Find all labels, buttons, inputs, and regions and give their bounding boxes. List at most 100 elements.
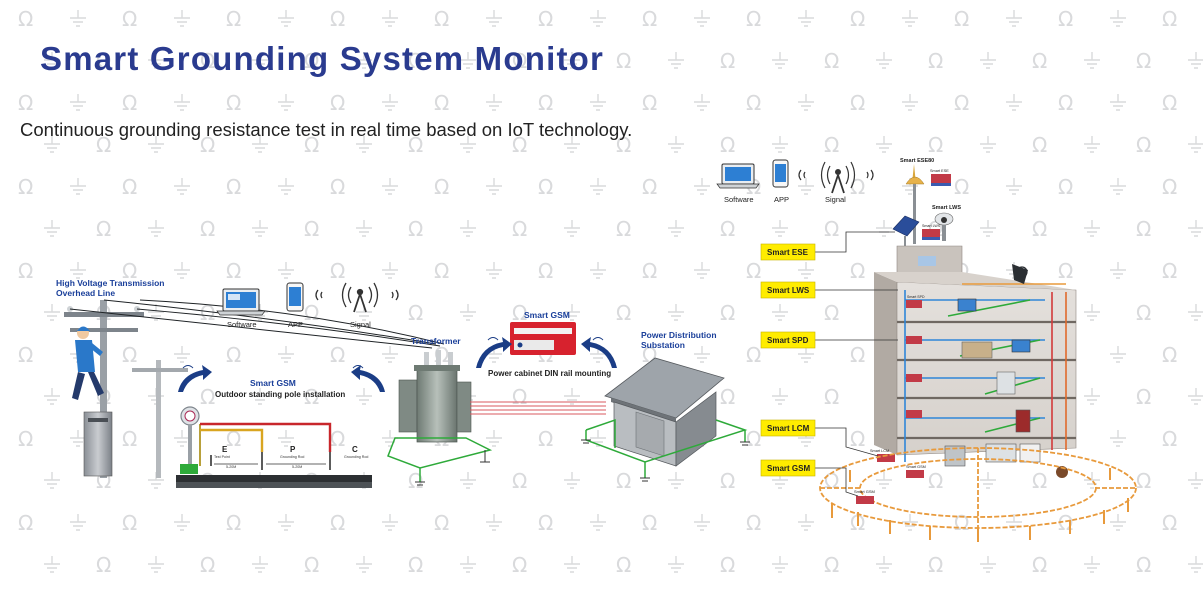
svg-text:Ω: Ω bbox=[1136, 469, 1151, 493]
svg-text:Smart LWS: Smart LWS bbox=[922, 224, 941, 228]
wireless-arrow-icon bbox=[178, 365, 385, 392]
svg-text:Ω: Ω bbox=[226, 259, 241, 283]
svg-text:Ω: Ω bbox=[18, 91, 33, 115]
svg-text:Ω: Ω bbox=[824, 217, 839, 241]
svg-text:Ω: Ω bbox=[200, 301, 215, 325]
svg-text:Ω: Ω bbox=[720, 301, 735, 325]
app-label: APP bbox=[288, 320, 303, 329]
underground-cables bbox=[470, 401, 606, 415]
svg-text:Ω: Ω bbox=[850, 7, 865, 31]
svg-text:Ω: Ω bbox=[408, 553, 423, 577]
electrode-p: P bbox=[290, 445, 296, 454]
svg-text:Ω: Ω bbox=[850, 91, 865, 115]
laptop-icon bbox=[216, 288, 266, 316]
svg-text:Ω: Ω bbox=[824, 49, 839, 73]
svg-text:Ω: Ω bbox=[226, 175, 241, 199]
svg-text:Smart LCM: Smart LCM bbox=[767, 424, 810, 433]
gsm-meter-icon bbox=[180, 406, 200, 473]
svg-text:Ω: Ω bbox=[226, 511, 241, 535]
svg-text:Ω: Ω bbox=[18, 343, 33, 367]
svg-text:Ω: Ω bbox=[200, 217, 215, 241]
svg-text:Ω: Ω bbox=[538, 91, 553, 115]
software-label: Software bbox=[724, 195, 754, 204]
svg-text:Ω: Ω bbox=[824, 301, 839, 325]
gsm-din-device-icon bbox=[510, 322, 576, 355]
distance-label-2: 5-20M bbox=[292, 465, 302, 469]
svg-text:Ω: Ω bbox=[746, 259, 761, 283]
svg-text:Smart ESE: Smart ESE bbox=[767, 248, 809, 257]
svg-text:Ω: Ω bbox=[122, 175, 137, 199]
building-floors bbox=[897, 320, 1076, 440]
svg-text:Ω: Ω bbox=[642, 511, 657, 535]
wifi-signal-icon bbox=[798, 161, 874, 194]
gsm-cabinet-title: Smart GSM bbox=[524, 310, 570, 320]
laptop-icon bbox=[716, 163, 760, 189]
svg-text:Ω: Ω bbox=[642, 175, 657, 199]
svg-text:Ω: Ω bbox=[746, 511, 761, 535]
svg-text:Ω: Ω bbox=[330, 91, 345, 115]
svg-text:Ω: Ω bbox=[642, 259, 657, 283]
svg-text:Ω: Ω bbox=[616, 469, 631, 493]
svg-text:Ω: Ω bbox=[746, 7, 761, 31]
svg-text:Ω: Ω bbox=[954, 175, 969, 199]
svg-text:Ω: Ω bbox=[720, 49, 735, 73]
app-label: APP bbox=[774, 195, 789, 204]
svg-text:Ω: Ω bbox=[434, 259, 449, 283]
svg-text:Ω: Ω bbox=[928, 133, 943, 157]
electrode-p-sub: Grounding Rod bbox=[280, 455, 304, 459]
svg-text:Smart GSM: Smart GSM bbox=[906, 465, 926, 469]
svg-text:Ω: Ω bbox=[616, 553, 631, 577]
ground-symbol-icon bbox=[581, 439, 750, 482]
svg-text:Ω: Ω bbox=[330, 259, 345, 283]
svg-text:Ω: Ω bbox=[720, 217, 735, 241]
svg-text:Ω: Ω bbox=[824, 553, 839, 577]
svg-text:Ω: Ω bbox=[720, 553, 735, 577]
svg-text:Ω: Ω bbox=[1032, 553, 1047, 577]
svg-text:Ω: Ω bbox=[122, 511, 137, 535]
overhead-wires bbox=[69, 299, 445, 349]
svg-text:Ω: Ω bbox=[408, 217, 423, 241]
svg-text:Ω: Ω bbox=[1162, 175, 1177, 199]
electrode-c-sub: Grounding Rod bbox=[344, 455, 368, 459]
svg-text:Ω: Ω bbox=[746, 91, 761, 115]
svg-text:Ω: Ω bbox=[720, 469, 735, 493]
svg-text:Ω: Ω bbox=[954, 511, 969, 535]
gsm-ground-device: Smart GSM bbox=[854, 489, 875, 504]
phone-icon bbox=[772, 159, 789, 188]
svg-text:Ω: Ω bbox=[1162, 427, 1177, 451]
svg-text:Ω: Ω bbox=[1162, 91, 1177, 115]
ground-rods bbox=[831, 468, 1129, 542]
substation-label-1: Power Distribution bbox=[641, 330, 717, 340]
gsm-mini-device: Smart GSM bbox=[906, 465, 926, 478]
svg-text:Ω: Ω bbox=[304, 301, 319, 325]
svg-text:Ω: Ω bbox=[1058, 259, 1073, 283]
phone-icon bbox=[286, 282, 304, 312]
tag-smart-gsm: Smart GSM bbox=[760, 459, 816, 477]
lcm-mini-device: Smart LCM bbox=[870, 449, 895, 462]
tag-smart-ese: Smart ESE bbox=[760, 243, 816, 261]
svg-text:Ω: Ω bbox=[304, 553, 319, 577]
svg-text:Ω: Ω bbox=[1032, 217, 1047, 241]
svg-text:Smart LWS: Smart LWS bbox=[767, 286, 810, 295]
svg-text:Ω: Ω bbox=[512, 469, 527, 493]
svg-text:Ω: Ω bbox=[96, 49, 111, 73]
svg-text:Ω: Ω bbox=[1162, 511, 1177, 535]
svg-text:Ω: Ω bbox=[512, 49, 527, 73]
spd-mini-device: Smart SPD bbox=[906, 295, 925, 418]
wireless-arrow-icon bbox=[476, 337, 617, 368]
svg-text:Ω: Ω bbox=[1162, 7, 1177, 31]
svg-text:Ω: Ω bbox=[304, 217, 319, 241]
svg-text:Ω: Ω bbox=[746, 427, 761, 451]
svg-text:Ω: Ω bbox=[538, 259, 553, 283]
svg-text:Ω: Ω bbox=[746, 343, 761, 367]
svg-text:Ω: Ω bbox=[200, 133, 215, 157]
svg-text:Ω: Ω bbox=[720, 133, 735, 157]
svg-text:Ω: Ω bbox=[18, 427, 33, 451]
svg-text:Ω: Ω bbox=[122, 427, 137, 451]
svg-text:Ω: Ω bbox=[330, 343, 345, 367]
svg-text:Smart ESE: Smart ESE bbox=[930, 169, 949, 173]
lineman-icon bbox=[72, 326, 104, 400]
svg-text:Ω: Ω bbox=[200, 385, 215, 409]
lws-label: Smart LWS bbox=[932, 205, 961, 211]
